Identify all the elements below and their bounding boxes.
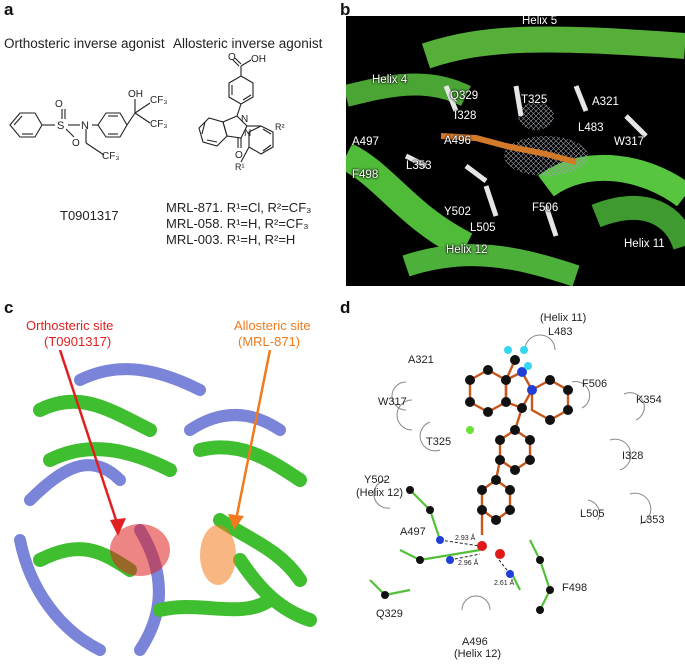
label-w317: W317 (614, 136, 645, 148)
ortho-atom-cf3-n: CF₃ (102, 151, 119, 162)
ligplot-f506: F506 (582, 378, 608, 390)
crystal-structure-image: Helix 5 Helix 4 Q329 T325 A321 I328 L483… (346, 16, 685, 286)
label-l483: L483 (578, 122, 604, 134)
hbond-distance-1: 2.93 Å (455, 535, 476, 542)
ortho-site-ligand: (T0901317) (44, 334, 112, 349)
ortho-atom-s: S (57, 120, 64, 132)
panel-b-letter: b (340, 0, 351, 19)
panel-c-letter: c (4, 298, 14, 317)
ortho-atom-o1: O (55, 99, 63, 110)
label-l353: L353 (406, 160, 432, 172)
label-helix11: Helix 11 (624, 238, 665, 250)
crystal-structure-svg (346, 26, 685, 286)
ligplot-a497: A497 (400, 526, 426, 538)
label-helix12: Helix 12 (446, 244, 488, 256)
ligplot-a496: A496 (462, 636, 488, 648)
ortho-atom-oh: OH (128, 89, 143, 100)
allo-atom-r1: R¹ (235, 162, 245, 172)
allo-atom-n2: N (244, 128, 251, 139)
allo-atom-oh: OH (251, 54, 266, 65)
label-helix5: Helix 5 (522, 16, 558, 27)
label-a321: A321 (592, 96, 619, 108)
mrl003-label: MRL-003. R¹=H, R²=H (166, 232, 296, 247)
allo-atom-r2: R² (275, 122, 285, 132)
ligplot-y502-helix: (Helix 12) (356, 487, 404, 499)
label-f506: F506 (532, 202, 559, 214)
protein-overlay-image (14, 350, 317, 656)
mrl871-label: MRL-871. R¹=Cl, R²=CF₃ (166, 200, 312, 215)
label-f498: F498 (352, 169, 379, 181)
ligplot-q329: Q329 (376, 608, 403, 620)
label-q329: Q329 (450, 90, 479, 102)
ligplot-f498: F498 (562, 582, 588, 594)
ligplot-w317: W317 (378, 396, 407, 408)
allo-atom-n1: N (241, 114, 248, 125)
allosteric-heading: Allosteric inverse agonist (173, 36, 323, 51)
label-t325: T325 (521, 94, 548, 106)
ligplot-y502: Y502 (364, 474, 390, 486)
panel-d-letter: d (340, 298, 351, 317)
ortho-site-label: Orthosteric site (26, 318, 114, 333)
allosteric-structure-drawing: OH O N N O R² R¹ (198, 52, 285, 172)
ortho-atom-o2: O (72, 138, 80, 149)
ligplot-l505: L505 (580, 508, 605, 520)
ligplot-helix11: (Helix 11) (540, 312, 587, 324)
ligplot-a321: A321 (408, 354, 434, 366)
allo-site-label: Allosteric site (234, 318, 311, 333)
label-a497: A497 (352, 136, 379, 148)
hbond-distance-2: 2.96 Å (458, 560, 479, 567)
ligplot-a496-helix: (Helix 12) (454, 648, 502, 660)
ligplot-diagram (369, 334, 652, 614)
label-a496: A496 (444, 135, 471, 147)
mrl058-label: MRL-058. R¹=H, R²=CF₃ (166, 216, 309, 231)
ligplot-k354: K354 (636, 394, 662, 406)
ligplot-t325: T325 (426, 436, 452, 448)
hbond-distance-3: 2.61 Å (494, 580, 515, 587)
orthosteric-structure-drawing: S O O N CF₃ OH CF₃ CF₃ (9, 89, 167, 162)
label-l505: L505 (470, 222, 496, 234)
ortho-atom-cf3-b: CF₃ (150, 119, 167, 130)
ligplot-l353: L353 (640, 514, 665, 526)
ligplot-i328: I328 (622, 450, 644, 462)
label-y502: Y502 (444, 206, 471, 218)
allo-site-ligand: (MRL-871) (238, 334, 301, 349)
label-i328: I328 (454, 110, 477, 122)
label-helix4: Helix 4 (372, 74, 408, 86)
t0901317-label: T0901317 (60, 208, 119, 223)
orthosteric-heading: Orthosteric inverse agonist (4, 36, 165, 51)
allo-atom-o-carboxyl: O (228, 52, 236, 63)
allo-atom-o-ketone: O (235, 150, 243, 161)
ortho-atom-n: N (81, 120, 89, 132)
ortho-atom-cf3-a: CF₃ (150, 95, 167, 106)
ligplot-l483: L483 (548, 326, 573, 338)
panel-a-letter: a (4, 0, 14, 19)
